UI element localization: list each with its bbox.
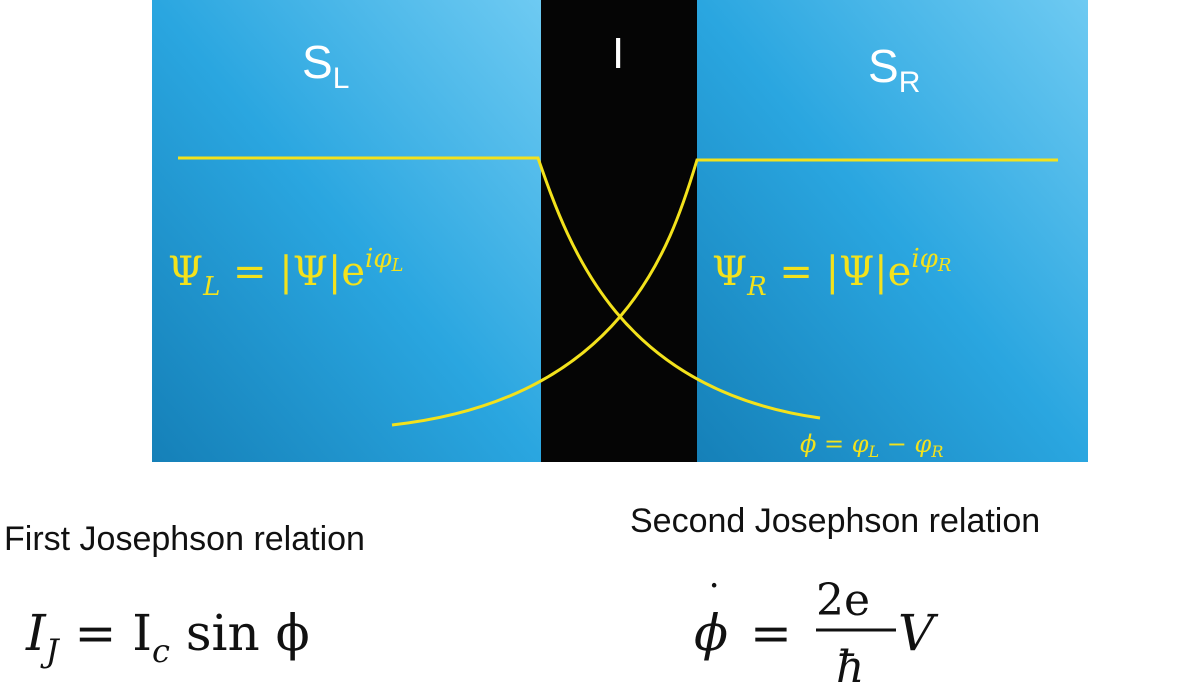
voltage-symbol: V xyxy=(898,604,939,662)
wavefunction-curves xyxy=(178,156,1058,427)
fraction-numerator: 2e xyxy=(816,575,870,626)
fraction-denominator: ħ xyxy=(836,642,864,693)
superconductor-left xyxy=(152,0,542,462)
psi-right-equation: ΨR = |Ψ|eiφR xyxy=(712,244,951,302)
first-relation-title: First Josephson relation xyxy=(4,520,365,558)
equals-sign: = xyxy=(750,604,792,662)
second-relation-title: Second Josephson relation xyxy=(630,502,1040,540)
first-relation-equation: IJ = Ic sin ϕ xyxy=(25,604,310,670)
superconductor-right xyxy=(697,0,1088,462)
label-sr: SR xyxy=(868,40,920,99)
phase-difference-equation: ϕ = φL − φR xyxy=(800,430,943,461)
label-i: I xyxy=(612,29,624,78)
left-wavefunction xyxy=(178,156,821,420)
right-wavefunction xyxy=(391,158,1058,427)
psi-left-equation: ΨL = |Ψ|eiφL xyxy=(168,244,403,302)
phi-dot: ϕ˙ xyxy=(694,578,728,662)
second-relation-equation: ϕ˙ = 2e ħ V xyxy=(694,575,939,693)
label-sl: SL xyxy=(302,36,349,95)
